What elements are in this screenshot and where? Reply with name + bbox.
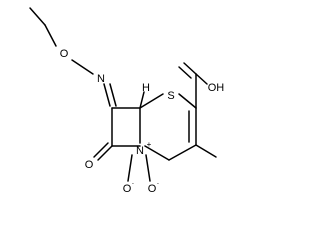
- bond-ethyl-ch3: [29, 7, 46, 26]
- atom-n-oxide-oxygen-left: O: [123, 183, 132, 195]
- chemical-structure: S O N O N + O · O · OH H: [29, 7, 225, 195]
- bond-methyl: [195, 144, 217, 158]
- bond-acid-co-a: [183, 62, 197, 75]
- bond-s-c: [178, 93, 197, 109]
- bond-n-o-left: [127, 154, 133, 182]
- bond-ethyl-ch2: [44, 24, 57, 47]
- atom-stereo-hydrogen: H: [142, 82, 150, 94]
- bond-carbonyl-a: [97, 145, 113, 161]
- bond-stereo-h: [139, 91, 145, 109]
- bond-carbonyl-b: [93, 142, 109, 158]
- atom-carbonyl-oxygen: O: [85, 159, 94, 171]
- atom-oxime-nitrogen: N: [97, 73, 105, 85]
- atom-nitrogen-charge: +: [147, 140, 152, 149]
- atom-n-oxide-oxygen-right: O: [148, 183, 157, 195]
- atom-ring-sulfur: S: [167, 90, 174, 102]
- bond-n-o-right: [145, 154, 151, 182]
- bond-acid-co-b: [178, 66, 192, 79]
- bond-ch2-n: [144, 145, 170, 161]
- atom-oxime-oxygen: O: [60, 48, 69, 60]
- atom-n-oxide-left-charge: ·: [132, 179, 135, 188]
- atom-n-oxide-right-charge: ·: [157, 179, 160, 188]
- bond-c-s: [139, 93, 164, 109]
- atom-ring-nitrogen: N: [136, 145, 144, 157]
- bond-c-ch2: [168, 144, 197, 161]
- bond-o-n-oxime: [71, 59, 94, 75]
- bond-c-n-oxime-b: [109, 83, 117, 107]
- bond-c-n-oxime-a: [103, 83, 111, 107]
- atom-acid-hydroxyl: OH: [208, 82, 225, 94]
- bond-acid-oh: [195, 73, 208, 85]
